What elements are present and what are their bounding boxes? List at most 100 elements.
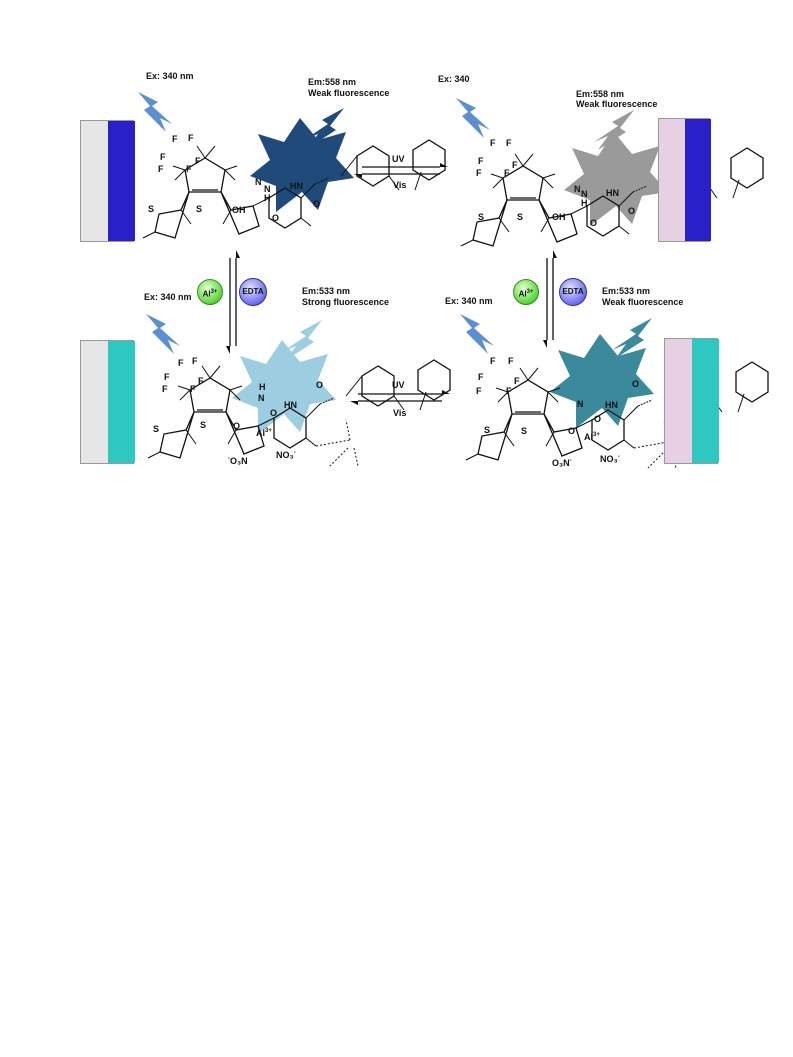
- al3-badge-left: Al3+: [197, 279, 223, 305]
- atom-f-bl-6: F: [190, 384, 196, 394]
- fluorescence-star-top-left: [250, 118, 354, 212]
- atom-f-br-5: F: [476, 386, 482, 396]
- atom-f-bl-1: F: [178, 358, 184, 368]
- ex-label-top-left: Ex: 340 nm: [146, 71, 194, 81]
- atom-hn-br: HN: [605, 400, 618, 410]
- em-label-top-left: Em:558 nm: [308, 77, 357, 87]
- atom-n2-tr: N: [581, 189, 588, 199]
- atom-al-bl: Al3+: [256, 428, 272, 438]
- vial-pair-bottom-right: [664, 338, 719, 464]
- vial-clear: [81, 341, 108, 463]
- atom-f-bl-3: F: [164, 372, 170, 382]
- atom-f-tl-4: F: [195, 156, 201, 166]
- atom-f-tr-6: F: [504, 168, 510, 178]
- atom-o2-br: O: [594, 414, 602, 424]
- atom-o3-bl: O: [316, 380, 324, 390]
- vial-pink: [659, 119, 685, 241]
- atom-f-tl-6: F: [186, 164, 192, 174]
- atom-h-tl: H: [264, 193, 271, 203]
- uv-label-bottom: UV: [392, 380, 405, 390]
- atom-hn-bl: HN: [284, 400, 297, 410]
- nitrate-right-br: NO₃-: [600, 454, 620, 464]
- atom-f-tl-5: F: [158, 164, 164, 174]
- atom-oh-tr: OH: [552, 212, 566, 222]
- atom-s-br-1: S: [484, 425, 491, 435]
- atom-f-tr-3: F: [478, 156, 484, 166]
- emission-bolt-bottom-right: [612, 318, 652, 358]
- vial-cyan: [692, 339, 719, 463]
- atom-o-bl: O: [233, 421, 241, 431]
- fluorescence-star-bottom-right: [550, 334, 654, 428]
- atom-n-tl: N: [255, 177, 262, 187]
- excitation-bolt-top-left: [138, 92, 172, 132]
- ex-label-bottom-right: Ex: 340 nm: [445, 296, 493, 306]
- atom-s-tr-2: S: [517, 212, 524, 222]
- atom-f-tr-1: F: [490, 138, 496, 148]
- equilibrium-arrow-bottom: [350, 390, 450, 405]
- atom-o-tl: O: [272, 213, 280, 223]
- edta-badge-right: EDTA: [559, 278, 587, 306]
- em-label-top-right: Em:558 nm: [576, 89, 625, 99]
- fluorescence-star-top-right: [564, 132, 668, 226]
- vial-pair-bottom-left: [80, 340, 135, 464]
- atom-n-tr: N: [574, 184, 581, 194]
- emission-bolt-top-left: [304, 108, 344, 148]
- emission-bolt-bottom-left: [282, 320, 322, 360]
- em-label-bottom-left: Em:533 nm: [302, 286, 351, 296]
- emission-bolt-top-right: [594, 110, 634, 150]
- atom-f-br-6: F: [506, 386, 512, 396]
- nitrate-left-bl: -O₃N: [228, 456, 248, 466]
- atom-o2-tl: O: [313, 199, 321, 209]
- al3-badge-right: Al3+: [513, 279, 539, 305]
- atom-o-tr: O: [590, 218, 598, 228]
- atom-f-tl-3: F: [160, 152, 166, 162]
- atom-h-bl: H: [259, 382, 266, 392]
- fluorescence-label-top-right: Weak fluorescence: [576, 99, 658, 109]
- vial-cyan: [108, 341, 135, 463]
- equilibrium-arrow-top: [354, 163, 448, 178]
- fluorescence-label-bottom-right: Weak fluorescence: [602, 297, 684, 307]
- atom-n2-tl: N: [264, 184, 271, 194]
- vial-pair-top-left: [80, 120, 135, 242]
- atom-f-tr-2: F: [506, 138, 512, 148]
- vertical-arrow-left: [226, 250, 240, 354]
- atom-f-bl-2: F: [192, 356, 198, 366]
- atom-f-bl-4: F: [198, 376, 204, 386]
- atom-hn-tr: HN: [606, 188, 619, 198]
- atom-s-tl-1: S: [148, 204, 155, 214]
- atom-f-tr-5: F: [476, 168, 482, 178]
- atom-o-br: O: [568, 426, 576, 436]
- atom-oh-tl: OH: [232, 205, 246, 215]
- vial-clear: [81, 121, 108, 241]
- em-label-bottom-right: Em:533 nm: [602, 286, 651, 296]
- excitation-bolt-top-right: [456, 98, 490, 138]
- atom-n-br: N: [577, 399, 584, 409]
- atom-f-tl-1: F: [172, 134, 178, 144]
- nitrate-left-br: O₃N-: [552, 458, 572, 468]
- atom-f-br-4: F: [514, 376, 520, 386]
- atom-o3-br: O: [632, 379, 640, 389]
- ex-label-top-right: Ex: 340: [438, 74, 470, 84]
- vial-pink: [665, 339, 692, 463]
- atom-s-bl-1: S: [153, 424, 160, 434]
- atom-h-tr: H: [581, 198, 588, 208]
- excitation-bolt-bottom-right: [460, 314, 494, 354]
- edta-badge-left: EDTA: [239, 278, 267, 306]
- uv-label-top: UV: [392, 154, 405, 164]
- atom-al-br: Al3+: [584, 432, 600, 442]
- vertical-arrow-right: [543, 250, 557, 348]
- vial-blue: [108, 121, 135, 241]
- nitrate-right-bl: NO₃-: [276, 450, 296, 460]
- molecule-bottom-left: [147, 359, 451, 467]
- atom-f-br-1: F: [490, 356, 496, 366]
- ex-label-bottom-left: Ex: 340 nm: [144, 292, 192, 302]
- atom-s-br-2: S: [521, 426, 528, 436]
- atom-f-br-3: F: [478, 372, 484, 382]
- atom-f-br-2: F: [508, 356, 514, 366]
- atom-n-bl: N: [258, 393, 265, 403]
- fluorescence-star-bottom-left: [232, 340, 336, 434]
- atom-f-tl-2: F: [188, 133, 194, 143]
- atom-o2-bl: O: [270, 408, 278, 418]
- fluorescence-label-bottom-left: Strong fluorescence: [302, 297, 390, 307]
